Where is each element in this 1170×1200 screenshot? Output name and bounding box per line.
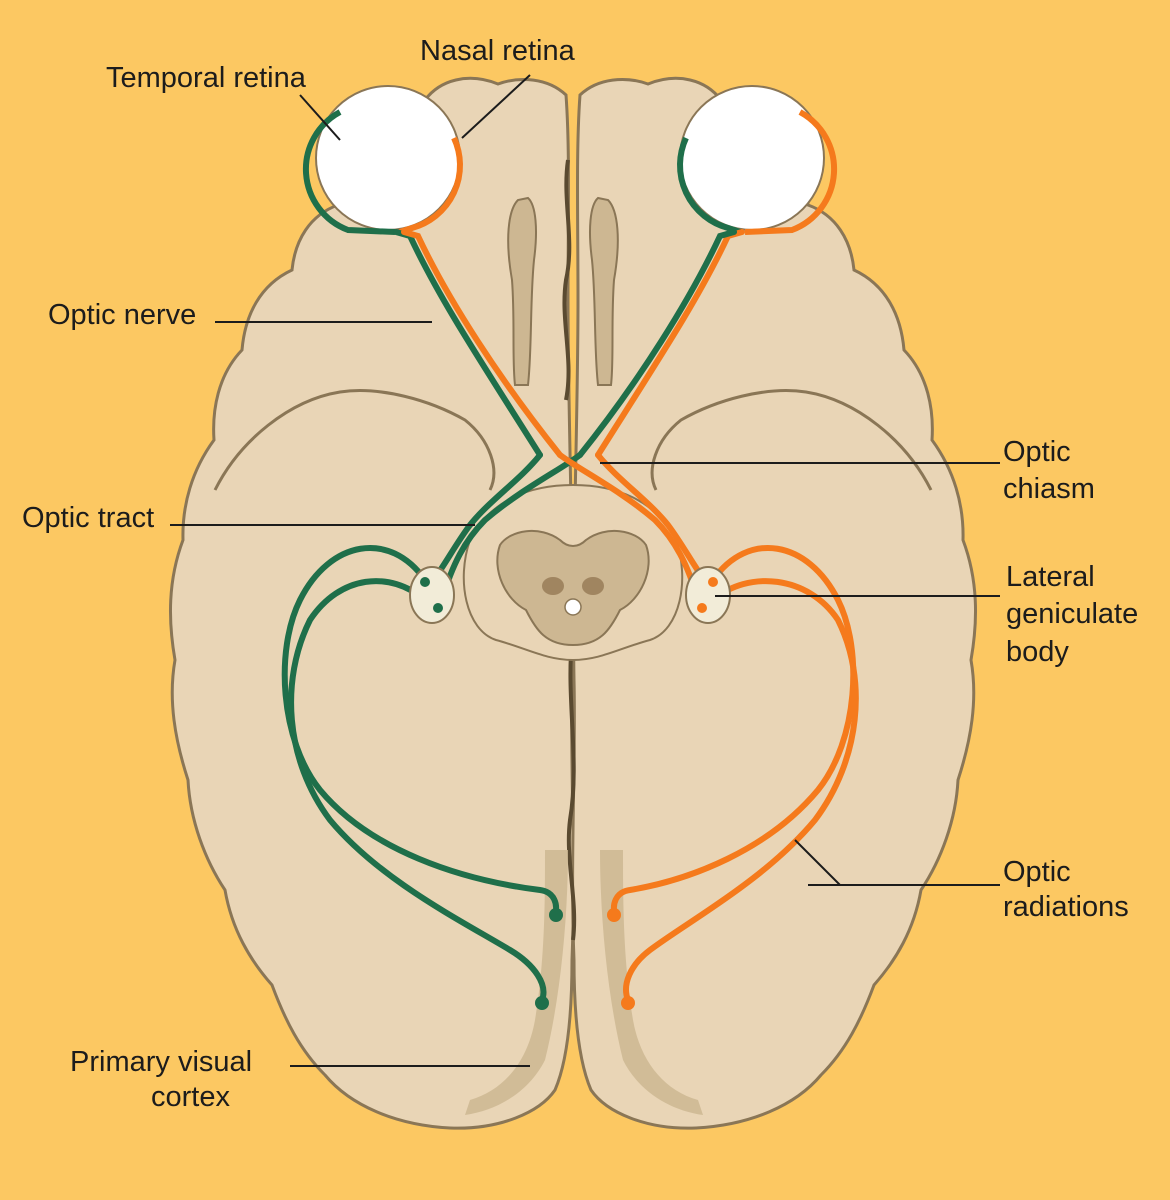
left-lgb-terminal-1 (420, 577, 430, 587)
label-lgb-line3: body (1006, 636, 1069, 668)
right-optic-radiation-lower (623, 578, 859, 1003)
right-optic-radiation-upper (610, 544, 857, 918)
calcarine-cortex-left (465, 850, 568, 1115)
temporal-lobe-left (213, 389, 496, 491)
label-visual-cortex-line1: Primary visual (70, 1046, 252, 1078)
right-optic-nerve-orange (595, 229, 745, 458)
longitudinal-fissure (562, 159, 577, 941)
left-optic-tract-green-2 (439, 452, 583, 603)
olfactory-tract-left (507, 196, 537, 386)
left-lgb (409, 566, 455, 624)
right-optic-tract-orange-2 (557, 452, 701, 603)
label-nasal-retina: Nasal retina (420, 35, 576, 67)
red-nucleus-right (582, 577, 604, 595)
temporal-lobe-right (650, 389, 933, 491)
left-cortex-terminal-2 (535, 996, 549, 1010)
olfactory-tract-right (589, 196, 619, 386)
left-optic-radiation-lower (288, 578, 547, 1003)
left-eye-temporal-retina (302, 109, 396, 235)
calcarine-cortex-right (600, 850, 703, 1115)
right-eye (679, 85, 825, 231)
label-optic-chiasm-line2: chiasm (1003, 473, 1095, 505)
label-lgb-line2: geniculate (1006, 598, 1138, 630)
right-eye-temporal-retina (744, 109, 838, 235)
label-visual-cortex-line2: cortex (151, 1081, 230, 1113)
label-optic-tract: Optic tract (22, 502, 154, 534)
visual-pathways (281, 229, 859, 1003)
label-lgb-line1: Lateral (1006, 561, 1095, 593)
left-optic-radiation-upper (281, 544, 560, 918)
label-optic-chiasm-line1: Optic (1003, 436, 1071, 468)
left-optic-nerve-green (393, 229, 543, 458)
leader-temporal-retina (299, 94, 341, 141)
labels: Temporal retina Nasal retina Optic nerve… (22, 35, 1138, 1113)
right-optic-nerve-green (577, 229, 737, 458)
right-lgb-terminal-2 (697, 603, 707, 613)
left-eye (315, 85, 461, 231)
red-nucleus-left (542, 577, 564, 595)
right-lgb-terminal-1 (708, 577, 718, 587)
label-optic-radiations-line2: radiations (1003, 891, 1129, 923)
midbrain (496, 529, 650, 647)
right-optic-tract-orange-1 (595, 452, 709, 585)
cerebral-aqueduct (564, 598, 582, 616)
leader-lines (170, 74, 1000, 1067)
right-cortex-terminal-1 (607, 908, 621, 922)
label-temporal-retina: Temporal retina (106, 62, 307, 94)
leader-optic-radiations (794, 839, 1000, 886)
right-cortex-terminal-2 (621, 996, 635, 1010)
left-eye-nasal-retina (399, 136, 463, 235)
leader-nasal-retina (461, 74, 531, 139)
right-eye-nasal-retina (677, 136, 741, 235)
left-optic-nerve-orange (401, 229, 563, 458)
nuclei (409, 566, 731, 1010)
left-cortex-terminal-1 (549, 908, 563, 922)
left-lgb-terminal-2 (433, 603, 443, 613)
label-optic-nerve: Optic nerve (48, 299, 196, 331)
label-optic-radiations-line1: Optic (1003, 856, 1071, 888)
eyes (302, 85, 838, 235)
